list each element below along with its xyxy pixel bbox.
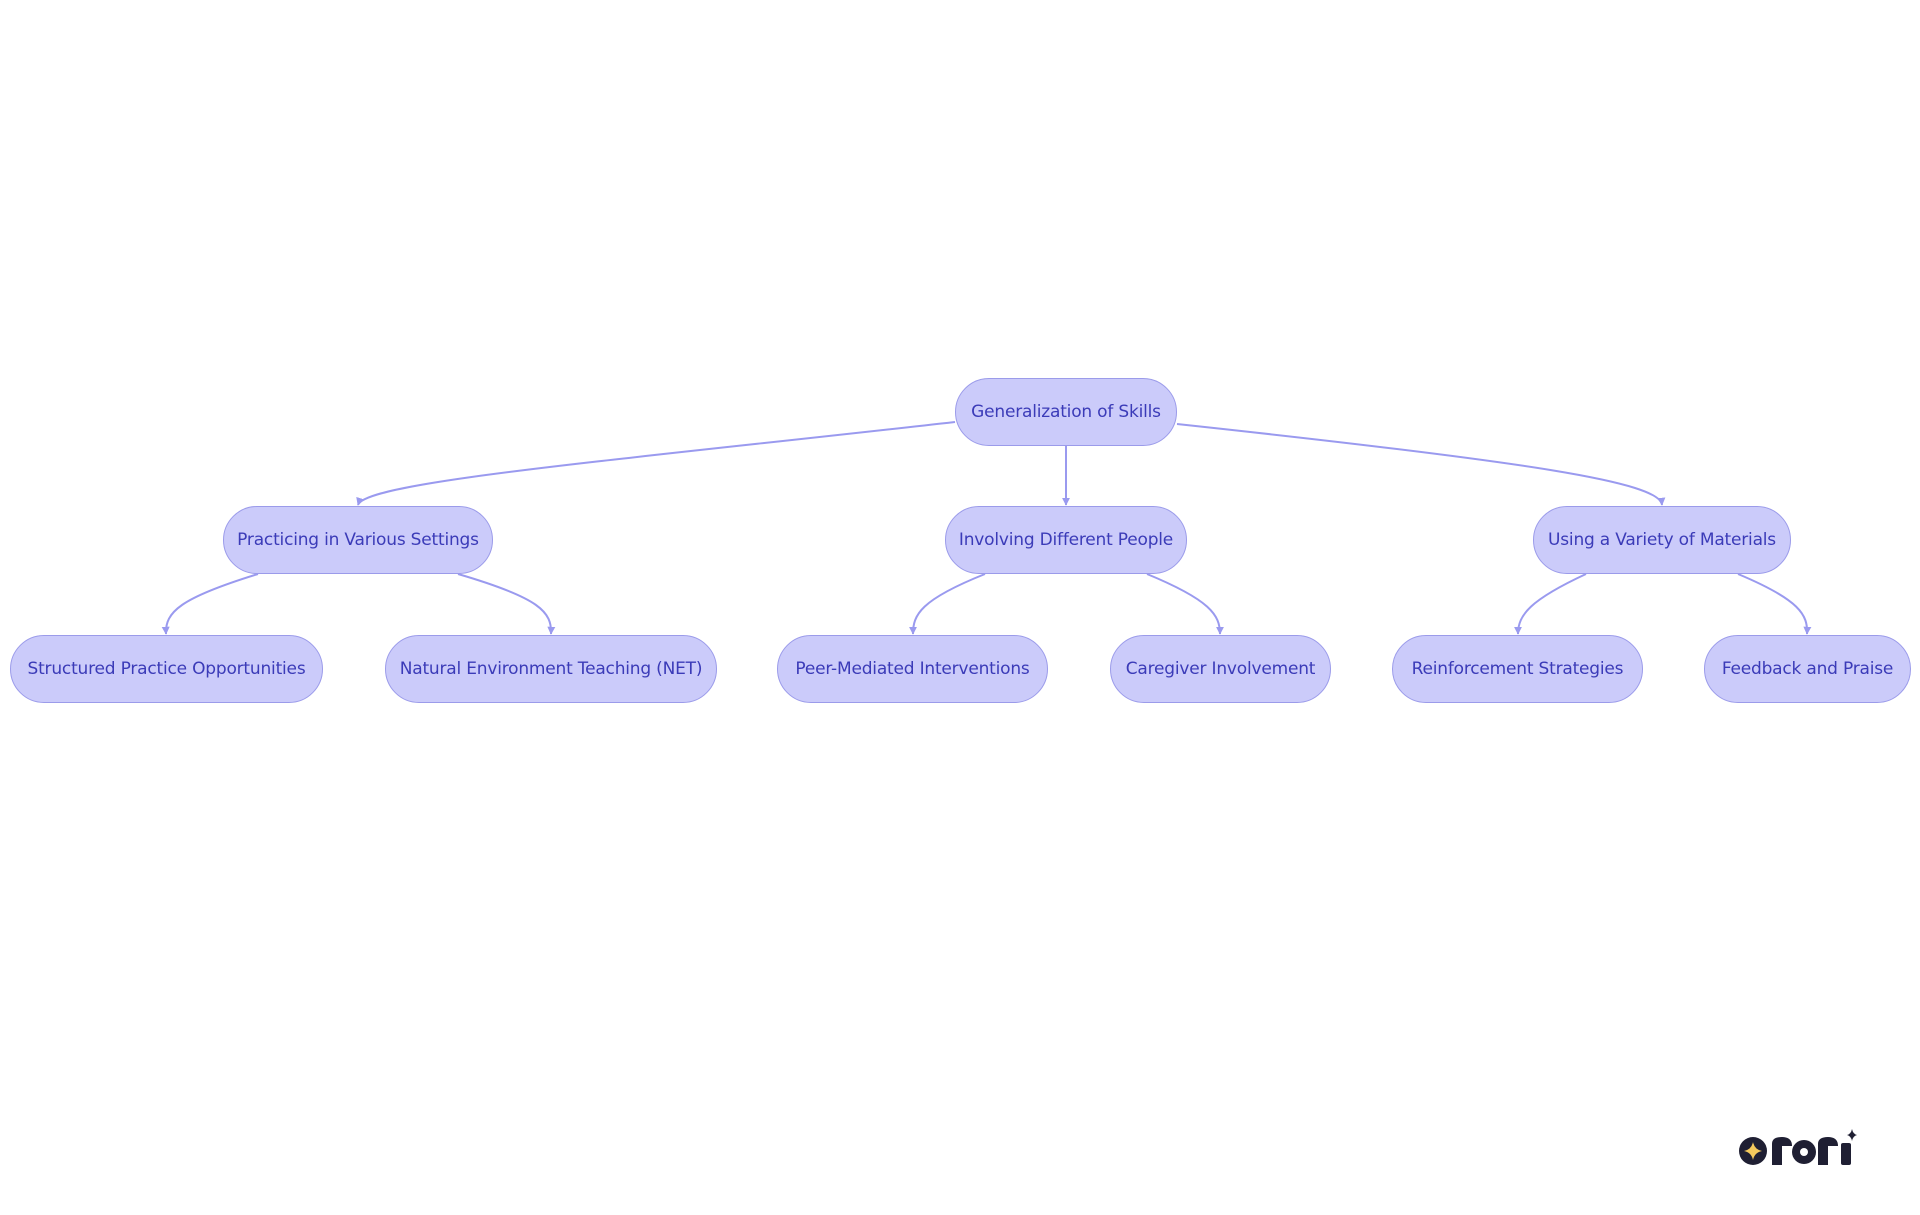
edge-people-to-peer xyxy=(909,573,986,635)
leaf-node-feedback[interactable]: Feedback and Praise xyxy=(1704,635,1911,703)
leaf-node-structured-practice[interactable]: Structured Practice Opportunities xyxy=(10,635,323,703)
edge-materials-to-feedback xyxy=(1737,573,1812,635)
edge-materials-to-reinforcement xyxy=(1514,573,1587,635)
edge-people-to-caregiver xyxy=(1146,573,1224,635)
sparkle-star-logo-icon xyxy=(1739,1129,1857,1165)
category-node-people[interactable]: Involving Different People xyxy=(945,506,1187,574)
edge-root-to-settings xyxy=(356,421,956,506)
leaf-node-reinforcement[interactable]: Reinforcement Strategies xyxy=(1392,635,1643,703)
category-node-materials[interactable]: Using a Variety of Materials xyxy=(1533,506,1791,574)
category-node-settings[interactable]: Practicing in Various Settings xyxy=(223,506,493,574)
leaf-node-net[interactable]: Natural Environment Teaching (NET) xyxy=(385,635,717,703)
leaf-node-caregiver[interactable]: Caregiver Involvement xyxy=(1110,635,1331,703)
edge-settings-to-structured xyxy=(161,573,259,635)
edge-root-to-materials xyxy=(1176,423,1666,506)
leaf-node-peer-mediated[interactable]: Peer-Mediated Interventions xyxy=(777,635,1048,703)
edge-settings-to-net xyxy=(457,573,556,635)
root-node[interactable]: Generalization of Skills xyxy=(955,378,1177,446)
